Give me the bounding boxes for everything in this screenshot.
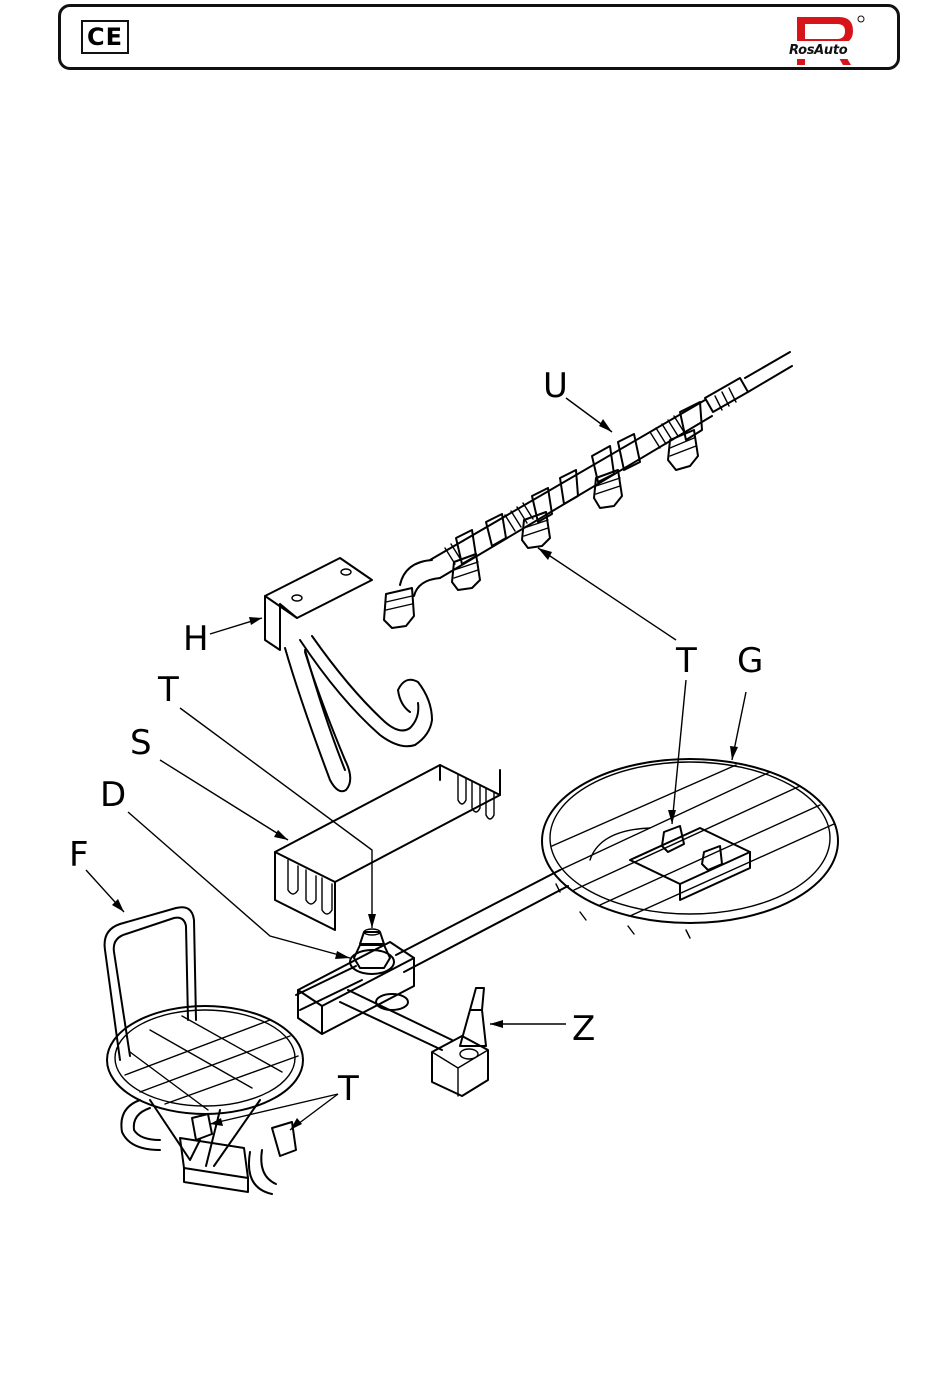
part-z-side-nozzle [432, 988, 488, 1096]
callout-t-upper: T [157, 670, 179, 710]
callout-s: S [130, 723, 152, 763]
callout-g: G [737, 641, 763, 681]
callout-labels: U H T T G S D F Z T [69, 366, 763, 1109]
part-u-manifold [384, 352, 792, 628]
part-g-round-grid [542, 759, 838, 938]
callout-t-right: T [675, 641, 697, 681]
part-d-center-block [298, 929, 452, 1050]
callout-t-lower: T [337, 1069, 359, 1109]
part-h-hook-bracket [265, 558, 432, 791]
callout-z: Z [572, 1009, 595, 1049]
callout-d: D [100, 775, 126, 815]
part-f-left-grid [105, 907, 303, 1194]
callout-f: F [69, 835, 89, 875]
callout-u: U [543, 366, 568, 406]
leader-lines [86, 398, 746, 1130]
main-tube [296, 870, 568, 1010]
callout-h: H [183, 619, 209, 659]
nozzle-set [452, 430, 698, 590]
part-s-holder [275, 765, 500, 930]
